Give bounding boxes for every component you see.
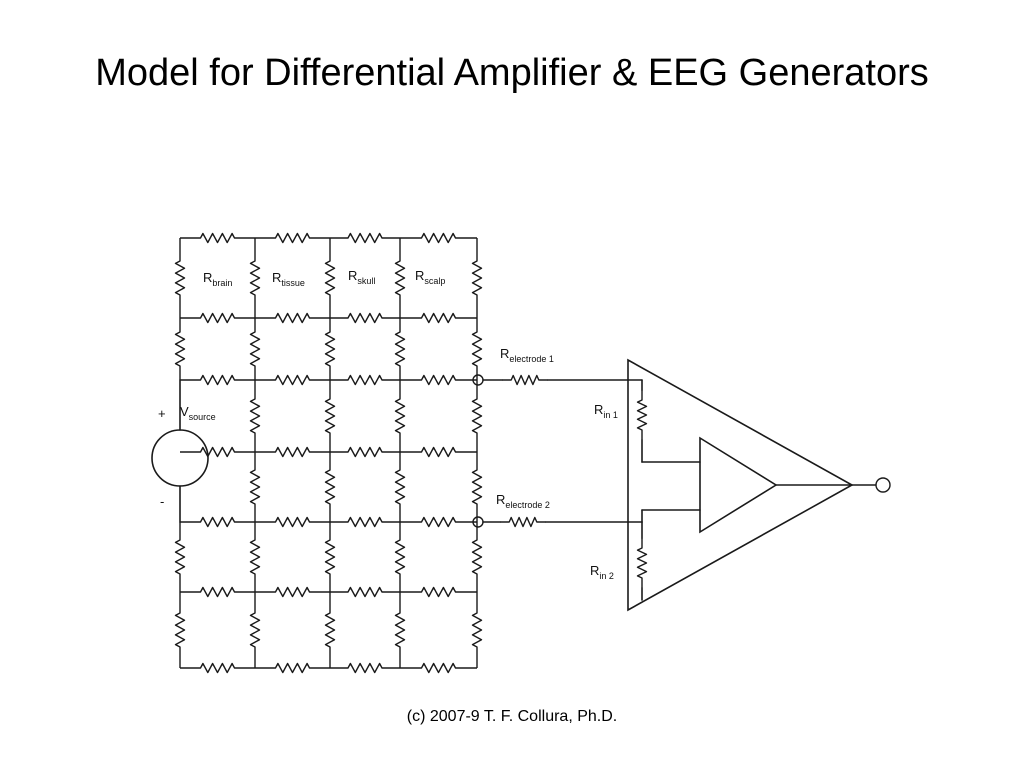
mesh-resistor-vertical xyxy=(174,592,186,668)
mesh-resistor-vertical xyxy=(394,452,406,522)
differential-amplifier xyxy=(627,358,891,612)
input-1-resistor xyxy=(636,390,648,440)
mesh-resistor-vertical xyxy=(249,380,261,452)
label-r-in-1: Rin 1 xyxy=(594,402,618,420)
label-r-tissue: Rtissue xyxy=(272,270,305,288)
mesh-resistor-horizontal xyxy=(180,516,255,528)
mesh-resistor-horizontal xyxy=(400,374,477,386)
mesh-resistor-vertical xyxy=(471,522,483,592)
mesh-resistor-vertical xyxy=(249,318,261,380)
circuit-wires xyxy=(151,374,877,601)
mesh-resistor-vertical xyxy=(174,522,186,592)
slide-title: Model for Differential Amplifier & EEG G… xyxy=(95,52,929,94)
mesh-resistor-vertical xyxy=(249,592,261,668)
mesh-resistor-vertical xyxy=(324,238,336,318)
mesh-resistor-horizontal xyxy=(330,232,400,244)
electrode-1-resistor xyxy=(502,374,548,386)
label-r-scalp: Rscalp xyxy=(415,268,445,286)
mesh-resistor-horizontal xyxy=(400,662,477,674)
mesh-resistor-vertical xyxy=(249,452,261,522)
mesh-resistor-horizontal xyxy=(180,446,255,458)
label-r-in-2: Rin 2 xyxy=(590,563,614,581)
mesh-resistor-vertical xyxy=(471,318,483,380)
polarity-plus: + xyxy=(158,406,166,421)
mesh-resistor-vertical xyxy=(471,452,483,522)
mesh-resistor-horizontal xyxy=(255,662,330,674)
mesh-resistor-vertical xyxy=(324,452,336,522)
label-r-electrode-2: Relectrode 2 xyxy=(496,492,550,510)
mesh-resistor-vertical xyxy=(394,318,406,380)
inner-amplifier-triangle xyxy=(699,436,778,534)
mesh-resistor-vertical xyxy=(471,238,483,318)
mesh-resistor-horizontal xyxy=(180,586,255,598)
label-r-brain: Rbrain xyxy=(203,270,232,288)
mesh-resistor-horizontal xyxy=(400,516,477,528)
label-r-skull: Rskull xyxy=(348,268,375,286)
mesh-resistor-vertical xyxy=(394,380,406,452)
mesh-resistor-horizontal xyxy=(255,446,330,458)
input-2-resistor xyxy=(636,538,648,588)
mesh-resistor-vertical xyxy=(324,380,336,452)
mesh-resistor-horizontal xyxy=(180,312,255,324)
mesh-resistor-vertical xyxy=(471,592,483,668)
mesh-resistor-horizontal xyxy=(255,232,330,244)
mesh-resistor-horizontal xyxy=(180,232,255,244)
outer-amplifier-triangle xyxy=(627,358,854,612)
mesh-resistor-vertical xyxy=(394,592,406,668)
electrode-2-resistor xyxy=(500,516,546,528)
mesh-resistor-horizontal xyxy=(400,232,477,244)
mesh-resistor-horizontal xyxy=(255,374,330,386)
mesh-resistor-vertical xyxy=(249,522,261,592)
mesh-resistor-vertical xyxy=(324,522,336,592)
resistor-network xyxy=(174,232,648,674)
mesh-resistor-vertical xyxy=(394,522,406,592)
mesh-resistor-horizontal xyxy=(180,662,255,674)
mesh-resistor-horizontal xyxy=(255,312,330,324)
output-terminal xyxy=(875,477,891,493)
mesh-resistor-horizontal xyxy=(400,312,477,324)
mesh-resistor-horizontal xyxy=(255,586,330,598)
label-v-source: Vsource xyxy=(180,404,216,422)
label-r-electrode-1: Relectrode 1 xyxy=(500,346,554,364)
mesh-resistor-horizontal xyxy=(180,374,255,386)
mesh-resistor-vertical xyxy=(324,592,336,668)
mesh-resistor-horizontal xyxy=(330,312,400,324)
mesh-resistor-vertical xyxy=(394,238,406,318)
mesh-resistor-horizontal xyxy=(400,586,477,598)
mesh-resistor-vertical xyxy=(174,318,186,380)
mesh-resistor-vertical xyxy=(249,238,261,318)
mesh-resistor-horizontal xyxy=(330,662,400,674)
copyright-footer: (c) 2007-9 T. F. Collura, Ph.D. xyxy=(406,708,618,725)
mesh-resistor-horizontal xyxy=(330,516,400,528)
mesh-resistor-horizontal xyxy=(400,446,477,458)
mesh-resistor-vertical xyxy=(324,318,336,380)
mesh-resistor-vertical xyxy=(471,380,483,452)
mesh-resistor-horizontal xyxy=(330,446,400,458)
polarity-minus: - xyxy=(160,494,164,509)
mesh-resistor-horizontal xyxy=(330,374,400,386)
mesh-resistor-horizontal xyxy=(330,586,400,598)
mesh-resistor-vertical xyxy=(174,238,186,318)
voltage-source-circle xyxy=(151,429,209,487)
mesh-resistor-horizontal xyxy=(255,516,330,528)
